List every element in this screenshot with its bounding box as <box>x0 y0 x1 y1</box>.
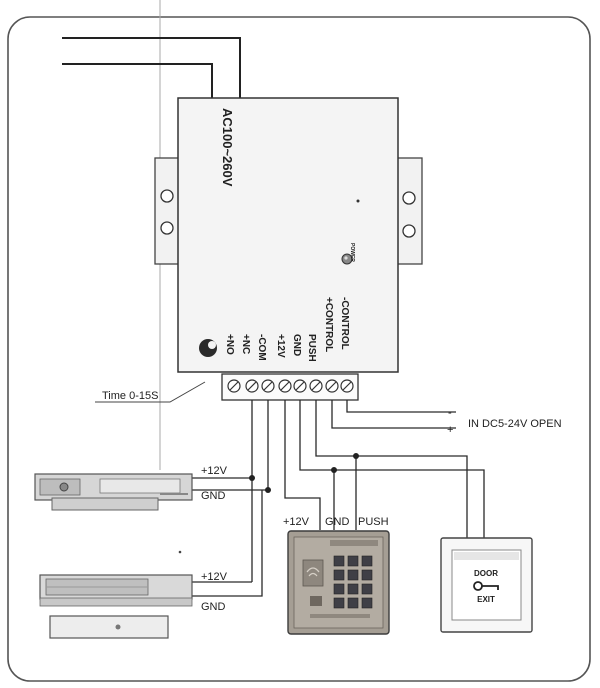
mounting-ear-left <box>154 157 181 265</box>
electric-bolt-lock <box>34 473 193 511</box>
control-input-wires <box>331 400 456 429</box>
control-plus-sign: + <box>447 424 453 436</box>
terminal-label-no: +NO <box>224 334 235 355</box>
terminal-label-12v: +12V <box>275 334 286 358</box>
box-dot <box>356 199 360 203</box>
lock2-gnd-label: GND <box>201 601 226 613</box>
power-led <box>341 253 353 265</box>
exit-button <box>440 537 533 633</box>
lock1-gnd-label: GND <box>201 490 226 502</box>
terminal-label-nc: +NC <box>240 334 251 354</box>
terminal-label-plus-control: +CONTROL <box>323 297 334 352</box>
access-keypad <box>287 530 390 635</box>
power-led-label: POWER <box>349 243 355 262</box>
control-input-label: IN DC5-24V OPEN <box>468 418 562 430</box>
magnetic-lock <box>39 574 193 639</box>
time-label: Time 0-15S <box>102 390 158 402</box>
control-minus-sign: - <box>448 407 452 419</box>
terminal-label-gnd: GND <box>291 334 302 356</box>
lock2-plus-label: +12V <box>201 571 228 583</box>
brand-logo <box>199 339 217 357</box>
power-supply-box <box>177 97 399 373</box>
ac-input-label: AC100~260V <box>220 108 235 187</box>
lock1-plus-label: +12V <box>201 465 228 477</box>
terminal-label-com: -COM <box>256 334 267 361</box>
exit-button-line1: DOOR <box>474 569 498 578</box>
terminal-block <box>221 373 359 401</box>
device-wires <box>192 400 485 597</box>
keypad-keys <box>333 555 373 609</box>
terminal-labels: +NO +NC -COM +12V GND PUSH +CONTROL -CON… <box>224 297 350 362</box>
outer-frame <box>7 16 591 682</box>
stray-dot <box>178 550 182 554</box>
terminal-label-push: PUSH <box>306 334 317 362</box>
mounting-ear-right <box>396 157 423 265</box>
keypad-push-label: PUSH <box>358 516 389 528</box>
keypad-plus-label: +12V <box>283 516 310 528</box>
keypad-gnd-label: GND <box>325 516 350 528</box>
ac-input-wires <box>62 37 241 98</box>
time-pointer <box>95 381 206 403</box>
wire-junctions <box>249 453 359 493</box>
terminal-label-minus-control: -CONTROL <box>339 297 350 350</box>
exit-button-line2: EXIT <box>477 595 495 604</box>
